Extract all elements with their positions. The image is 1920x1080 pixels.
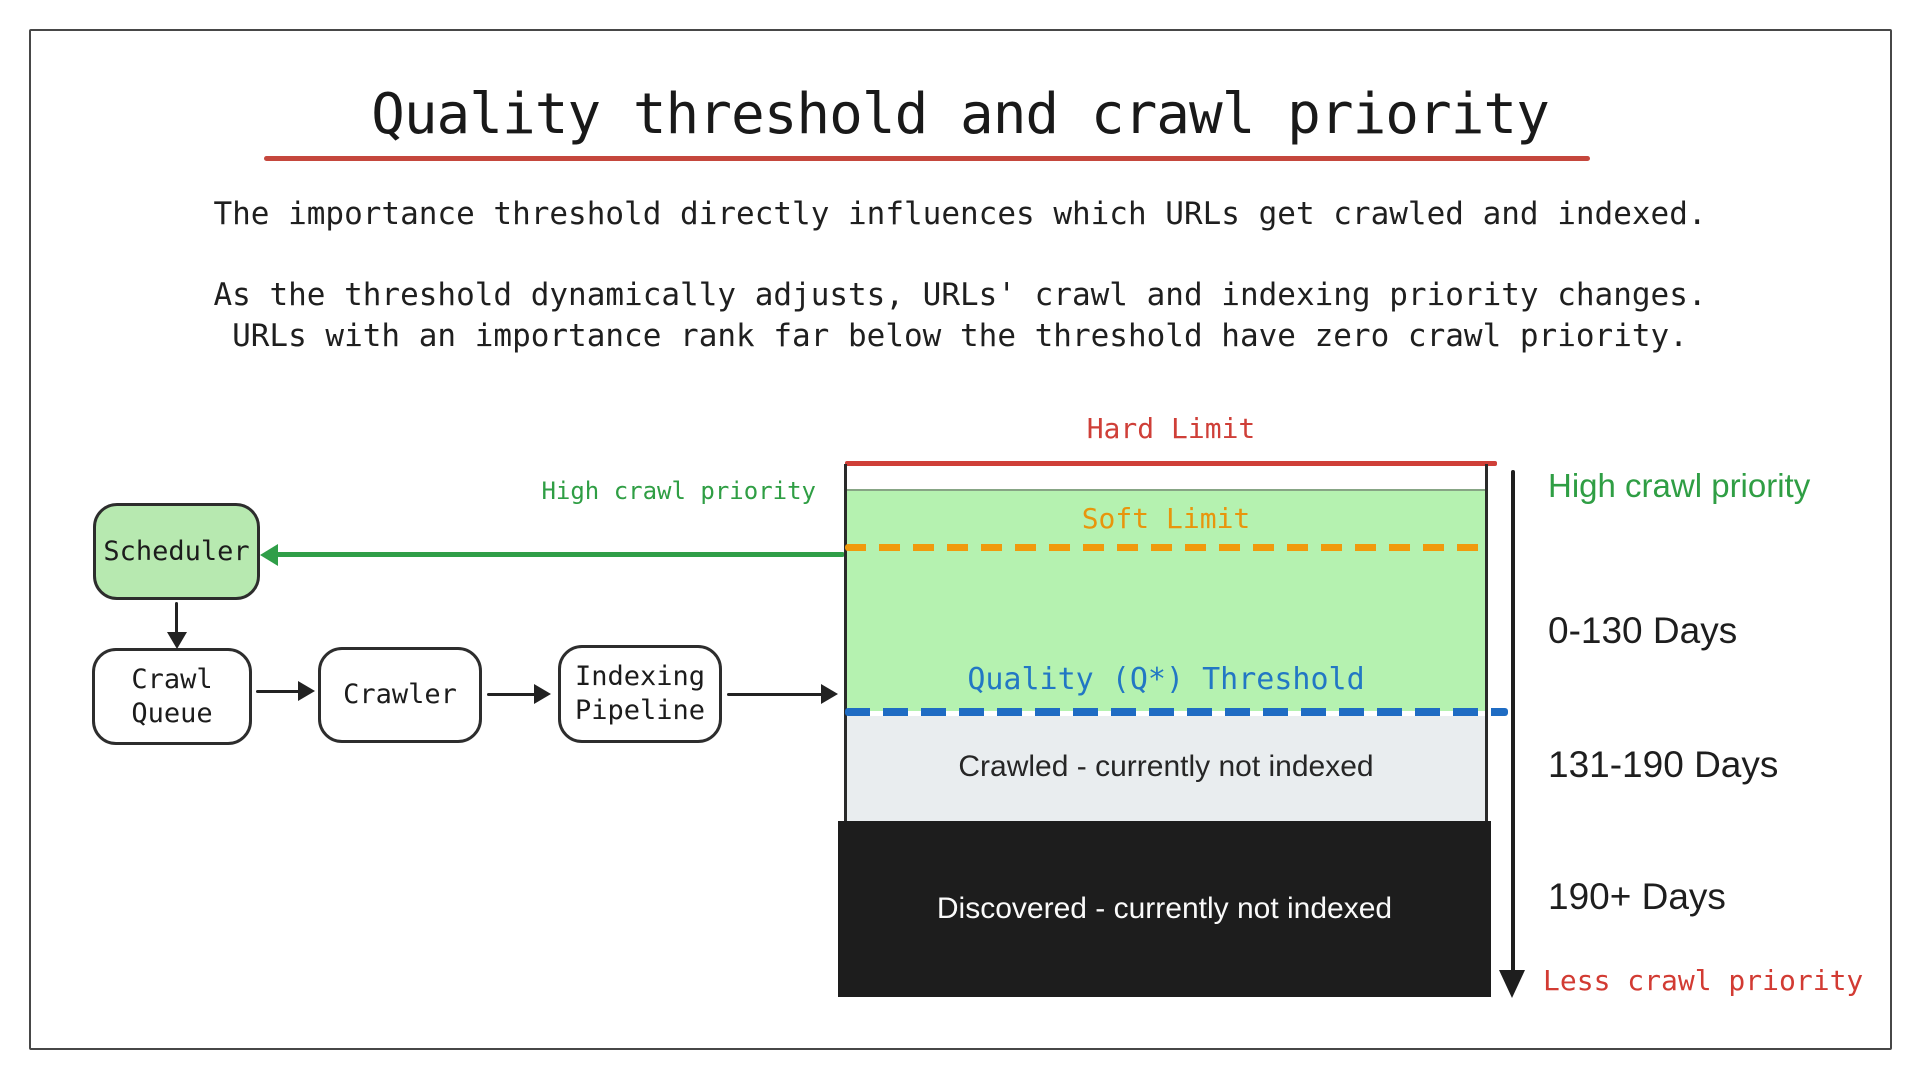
intro-line-2: As the threshold dynamically adjusts, UR… [213, 277, 1707, 313]
scheduler-node: Scheduler [93, 503, 260, 600]
crawled-not-indexed-zone [847, 716, 1485, 821]
crawl-queue-node: Crawl Queue [92, 648, 252, 745]
canvas-frame [29, 29, 1892, 1050]
chart-right-border [1485, 464, 1488, 822]
hard-limit-line [845, 461, 1497, 466]
crawl-queue-label: Crawl Queue [131, 663, 213, 729]
arrow-indexing-to-chart-head [821, 684, 838, 704]
quality-threshold-dashed-line [845, 708, 1508, 716]
crawler-label: Crawler [343, 679, 457, 710]
high-crawl-priority-arrow-label: High crawl priority [541, 477, 816, 505]
quality-threshold-label: Quality (Q*) Threshold [967, 662, 1365, 697]
arrow-crawl-queue-to-crawler-head [298, 681, 315, 701]
arrow-chart-to-scheduler [276, 552, 845, 557]
title-underline [264, 156, 1590, 161]
timeline-range-190-plus: 190+ Days [1548, 876, 1726, 917]
arrow-chart-to-scheduler-head [260, 544, 278, 566]
timeline-high-priority-label: High crawl priority [1548, 467, 1811, 504]
arrow-scheduler-to-crawl-queue [175, 602, 178, 634]
priority-timeline-arrow [1511, 470, 1515, 972]
arrow-crawler-to-indexing [487, 693, 536, 696]
timeline-range-131-190: 131-190 Days [1548, 744, 1779, 785]
chart-left-border [844, 464, 847, 822]
discovered-not-indexed-zone [838, 821, 1491, 997]
priority-timeline-arrow-head [1499, 970, 1525, 998]
timeline-less-priority-label: Less crawl priority [1543, 964, 1864, 997]
scheduler-label: Scheduler [103, 535, 250, 567]
indexed-green-zone [847, 489, 1485, 711]
soft-limit-label: Soft Limit [1081, 502, 1251, 535]
crawled-not-indexed-label: Crawled - currently not indexed [958, 750, 1374, 783]
page-title: Quality threshold and crawl priority [371, 82, 1550, 147]
arrow-crawl-queue-to-crawler [256, 690, 300, 693]
timeline-range-0-130: 0-130 Days [1548, 610, 1738, 651]
arrow-indexing-to-chart [727, 693, 823, 696]
discovered-not-indexed-label: Discovered - currently not indexed [936, 892, 1393, 925]
arrow-crawler-to-indexing-head [534, 684, 551, 704]
soft-limit-dashed-line [845, 544, 1491, 551]
arrow-scheduler-to-crawl-queue-head [167, 632, 187, 649]
hard-limit-label: Hard Limit [1086, 412, 1256, 445]
indexing-pipeline-node: Indexing Pipeline [558, 645, 722, 743]
intro-line-3: URLs with an importance rank far below t… [232, 318, 1688, 354]
crawler-node: Crawler [318, 647, 482, 743]
indexing-pipeline-label: Indexing Pipeline [574, 661, 706, 726]
intro-line-1: The importance threshold directly influe… [213, 196, 1707, 232]
